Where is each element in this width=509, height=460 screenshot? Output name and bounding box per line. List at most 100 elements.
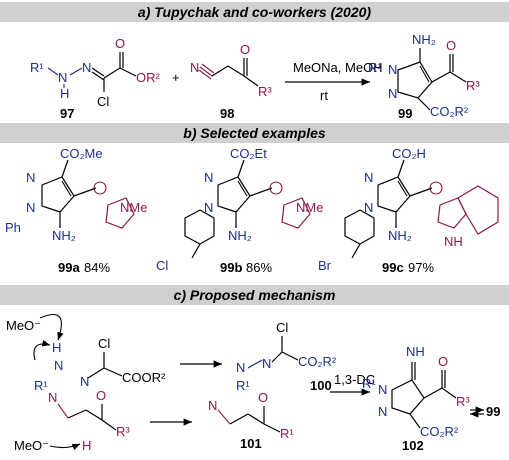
o-101: O: [258, 390, 268, 405]
amino-99c: NH₂: [388, 228, 412, 243]
n-mech: N: [54, 358, 63, 373]
nme-99b: NMe: [296, 200, 323, 215]
intermediate-101: N O R¹ 101: [208, 390, 294, 451]
cl-atom: Cl: [97, 94, 109, 109]
reagents-label: MeONa, MeOH: [293, 60, 383, 75]
n-101: N: [208, 398, 217, 413]
methoxide-1: MeO⁻: [6, 318, 41, 333]
code-99a: 99a: [58, 260, 80, 275]
conditions-label: rt: [320, 88, 328, 103]
compound-98-label: 98: [220, 106, 234, 121]
n-atom-99b-2: N: [204, 200, 213, 215]
section-b-band: [0, 123, 509, 143]
co2r2-100: CO₂R²: [298, 354, 337, 369]
ester-99b: CO₂Et: [230, 146, 267, 161]
r3-label-99: R³: [466, 78, 480, 93]
label-101: 101: [240, 436, 262, 451]
curved-arrow-1: [39, 313, 64, 341]
co2r2-102: CO₂R²: [420, 424, 459, 439]
reactant-98: N O R³ 98: [190, 42, 272, 121]
r1-101: R¹: [280, 426, 294, 441]
intermediate-100: N R¹ N Cl CO₂R² 100: [236, 320, 337, 393]
step-label: 1,3-DC: [334, 372, 375, 387]
n1-atom: N: [388, 62, 397, 77]
reactant-97: R¹ N H N Cl O OR² 97: [30, 36, 161, 121]
r1-label: R¹: [30, 60, 44, 75]
substituent-99a: Ph: [5, 220, 21, 235]
n-atom: N: [58, 70, 67, 85]
n-100: N: [236, 360, 245, 375]
ester-99a: CO₂Me: [60, 146, 103, 161]
amino-99b: NH₂: [228, 228, 252, 243]
compound-99-label: 99: [398, 106, 412, 121]
n-atom-99c: N: [364, 170, 373, 185]
plus-sign: +: [172, 70, 180, 85]
substituent-99b: Cl: [156, 258, 168, 273]
n-atom-99b: N: [204, 170, 213, 185]
h-mech: H: [52, 340, 61, 355]
section-b-title: b) Selected examples: [183, 125, 326, 141]
n-atom-99a: N: [26, 170, 35, 185]
r1-mech: R¹: [34, 378, 48, 393]
section-c-band: [0, 285, 509, 305]
r3-mech: R³: [116, 424, 130, 439]
o-atom-98: O: [240, 42, 250, 57]
h-mech-2: H: [82, 438, 91, 453]
o-atom: O: [115, 36, 125, 51]
label-100: 100: [310, 378, 332, 393]
or2-group: OR²: [136, 70, 161, 85]
nh-99c: NH: [444, 234, 463, 249]
r1-label-99: R¹: [368, 60, 382, 75]
r3-102: R³: [456, 394, 470, 409]
methoxide-2: MeO⁻: [14, 438, 49, 453]
n-mech-2: N: [80, 374, 89, 389]
n-100-2: N: [262, 356, 271, 371]
compound-97-label: 97: [60, 106, 74, 121]
ester-99c: CO₂H: [392, 146, 426, 161]
cl-mech: Cl: [98, 336, 110, 351]
section-a-title: a) Tupychak and co-workers (2020): [137, 4, 372, 20]
label-102: 102: [402, 438, 424, 453]
h-atom: H: [60, 86, 69, 101]
r1-102: R¹: [362, 376, 376, 391]
reactant-97-mech: H N R¹ N Cl COOR²: [34, 336, 166, 393]
amino-99a: NH₂: [52, 228, 76, 243]
yield-99a: 84%: [84, 260, 110, 275]
curved-arrow-3: [49, 443, 81, 451]
n-nitrile-mech: N: [48, 390, 57, 405]
curved-arrow-2: [33, 339, 51, 361]
o-102: O: [438, 354, 448, 369]
n2-atom: N: [388, 86, 397, 101]
r1-100: R¹: [236, 378, 250, 393]
yield-99b: 86%: [246, 260, 272, 275]
example-99c: N N Br CO₂H NH₂ NH 99c 97%: [318, 146, 499, 275]
nh2-group: NH₂: [412, 32, 436, 47]
code-99c: 99c: [382, 260, 404, 275]
yield-99c: 97%: [408, 260, 434, 275]
section-a-band: [0, 2, 509, 22]
example-99b: N N Cl CO₂Et NH₂ NMe 99b 86%: [156, 146, 323, 275]
product-99: N N R¹ NH₂ O R³ CO₂R² 99: [368, 32, 480, 121]
r3-label: R³: [258, 84, 272, 99]
intermediate-102: N N R¹ NH O R³ CO₂R² 102: [362, 344, 470, 453]
example-99a: N N Ph CO₂Me NH₂ NMe 99a 84%: [5, 146, 147, 275]
n-atom-nitrile: N: [190, 60, 199, 75]
cooor2-mech: COOR²: [122, 370, 166, 385]
substituent-99c: Br: [318, 258, 332, 273]
product-99-final: 99: [486, 404, 500, 419]
n-atom-99a-2: N: [26, 200, 35, 215]
cl-100: Cl: [276, 320, 288, 335]
n-102-2: N: [378, 404, 387, 419]
n-atom-2: N: [82, 60, 91, 75]
n-atom-99c-2: N: [364, 200, 373, 215]
section-c-title: c) Proposed mechanism: [173, 287, 336, 303]
o-mech: O: [96, 388, 106, 403]
n-102: N: [378, 382, 387, 397]
co2r2-group: CO₂R²: [430, 104, 469, 119]
imine-102: NH: [406, 344, 425, 359]
code-99b: 99b: [220, 260, 242, 275]
o-atom-99: O: [446, 38, 456, 53]
reactant-98-mech: N O R³ H: [48, 388, 130, 453]
nme-99a: NMe: [120, 200, 147, 215]
